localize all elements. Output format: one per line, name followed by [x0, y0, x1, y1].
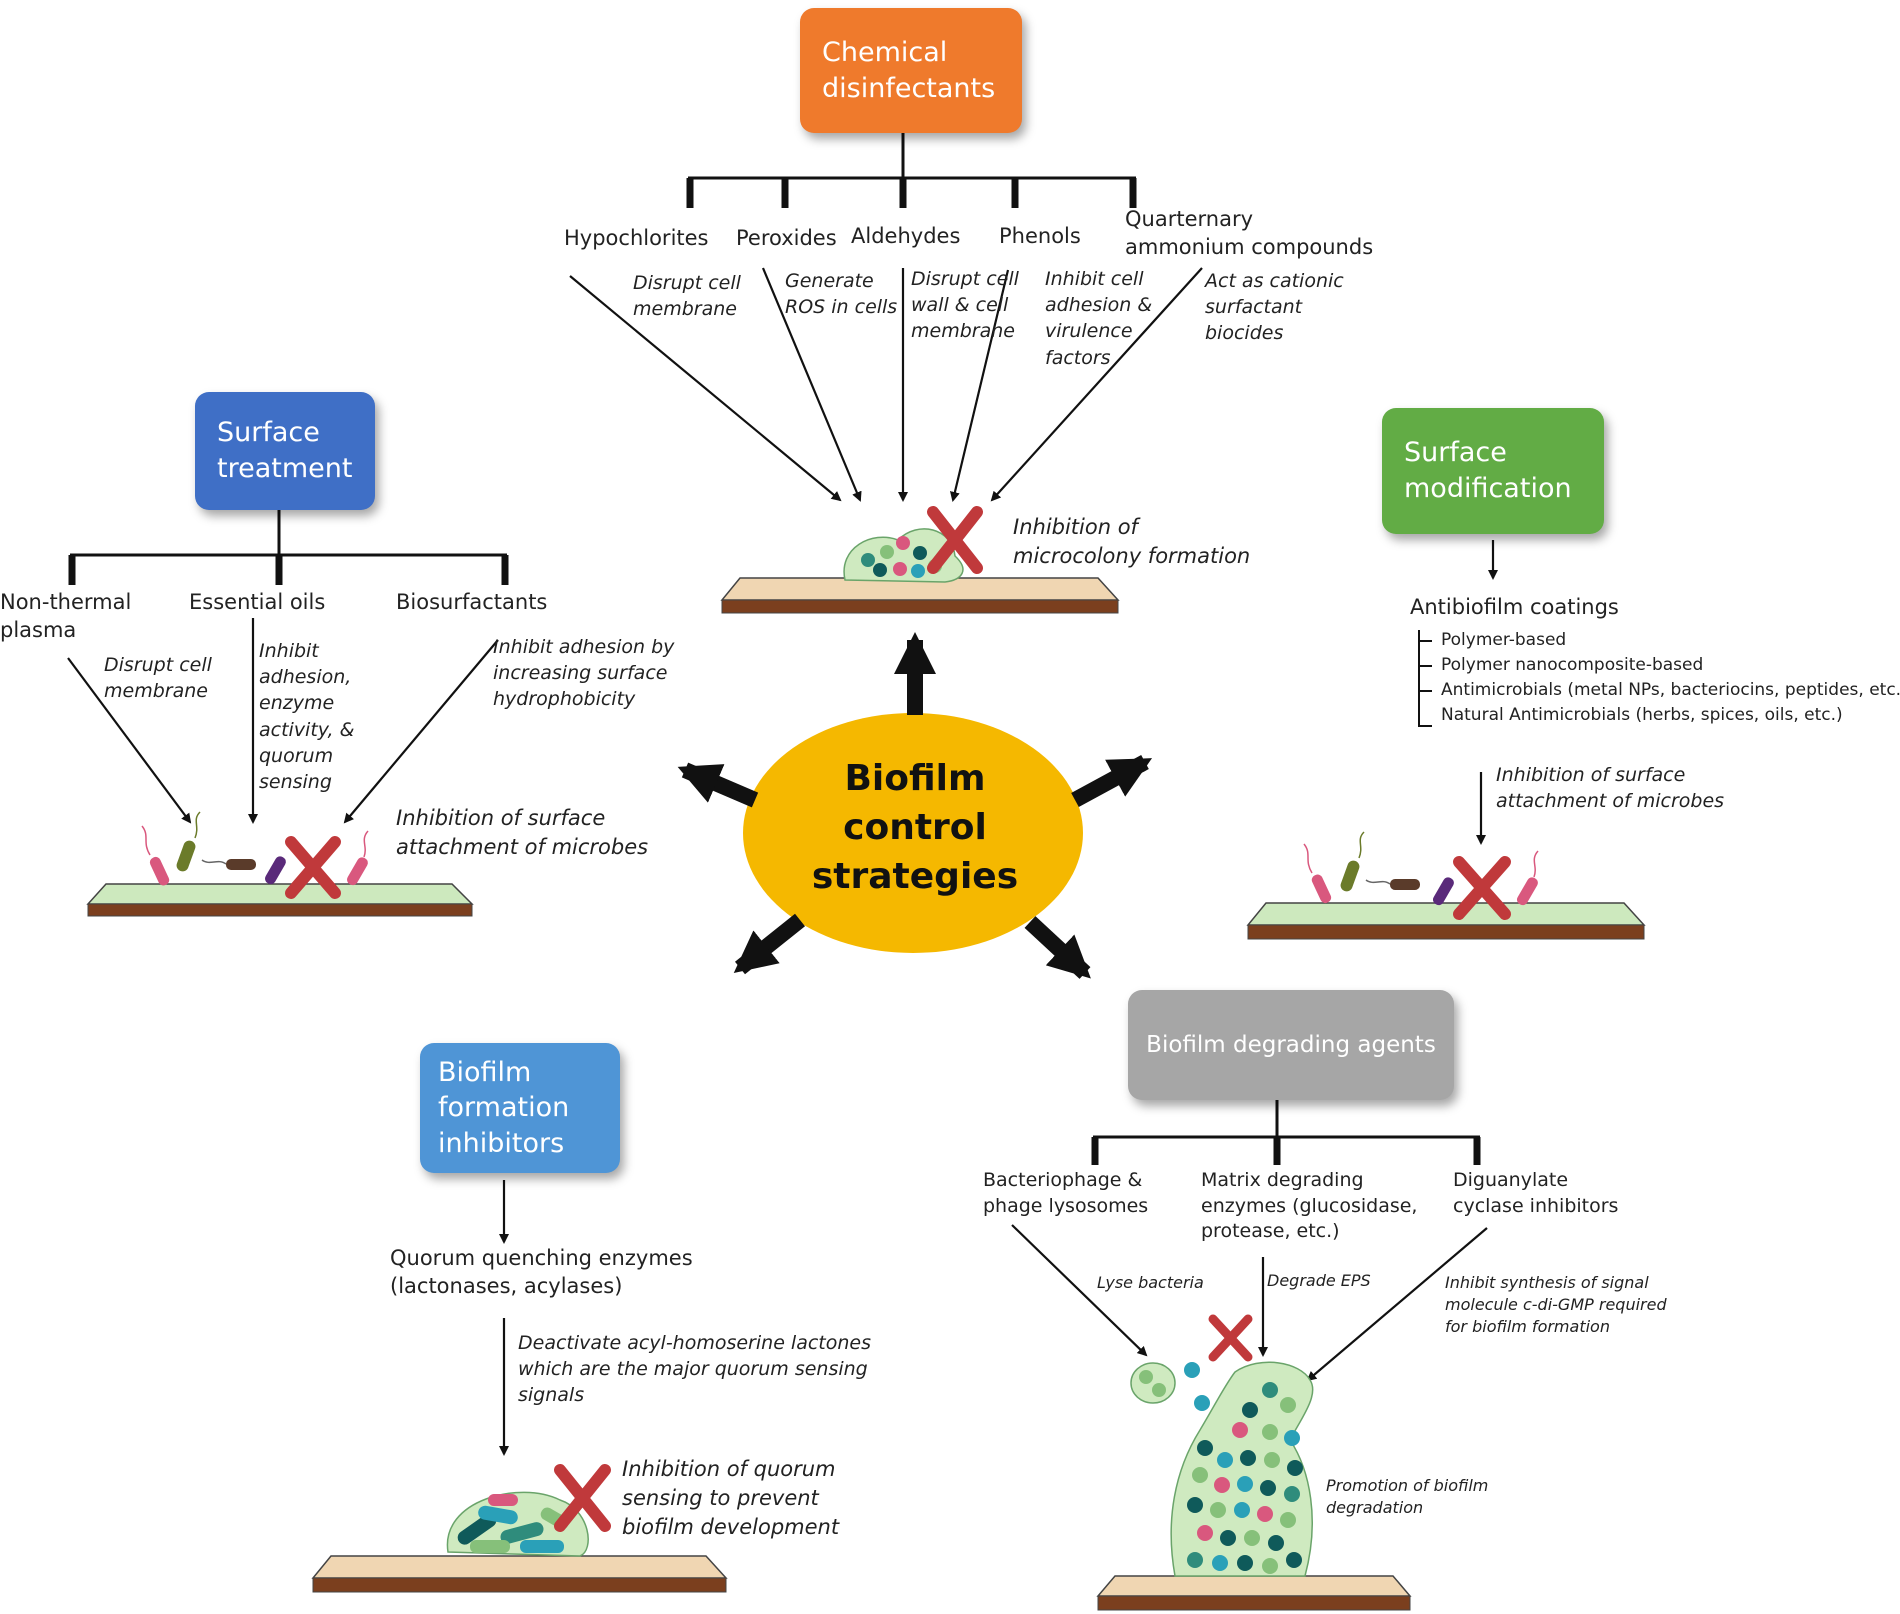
- agent-diguanylate-inhibitors: Diguanylate cyclase inhibitors: [1453, 1169, 1619, 1217]
- cross-surface-treatment: [285, 836, 341, 899]
- degrading-agents-title: Biofilm degrading agents: [1146, 1031, 1436, 1058]
- surface-treatment-title: Surface treatment: [217, 417, 353, 484]
- outcome-surface-treatment: Inhibition of surface attachment of micr…: [396, 806, 649, 859]
- coating-item: Polymer-based: [1441, 630, 1567, 650]
- chemical-arrows: [569, 267, 1203, 502]
- surface-treatment-arrows: [67, 618, 499, 824]
- effect-essential-oils: Inhibit adhesion, enzyme activity, & quo…: [259, 640, 355, 794]
- coating-item: Natural Antimicrobials (herbs, spices, o…: [1441, 705, 1843, 725]
- agent-essential-oils: Essential oils: [189, 590, 326, 614]
- agent-hypochlorites: Hypochlorites: [564, 226, 709, 250]
- surface-modification-illustration: [1246, 831, 1646, 940]
- outcome-chemical: Inhibition of microcolony formation: [1013, 515, 1251, 568]
- antibiofilm-coatings-heading: Antibiofilm coatings: [1410, 595, 1619, 619]
- agent-peroxides: Peroxides: [736, 226, 837, 250]
- effect-phenols: Inhibit cell adhesion & virulence factor…: [1045, 268, 1153, 369]
- effect-matrix-degrading: Degrade EPS: [1267, 1271, 1371, 1290]
- degrading-agents-box: Biofilm degrading agents: [1128, 990, 1454, 1100]
- cross-surface-modification: [1453, 856, 1511, 920]
- chemical-disinfectants-box: Chemical disinfectants: [800, 8, 1022, 133]
- cross-chemical: [927, 506, 983, 574]
- outcome-surface-modification: Inhibition of surface attachment of micr…: [1496, 764, 1725, 813]
- arrow-to-degrading-agents: [1024, 916, 1091, 979]
- agent-bacteriophage: Bacteriophage & phage lysosomes: [983, 1169, 1149, 1217]
- cross-degrading-agents: [1208, 1314, 1253, 1362]
- agent-biosurfactants: Biosurfactants: [396, 590, 548, 614]
- arrow-to-surface-modification: [1071, 754, 1153, 808]
- surface-treatment-illustration: [86, 811, 474, 917]
- effect-non-thermal-plasma: Disrupt cell membrane: [104, 654, 212, 703]
- surface-modification-tree: [1418, 540, 1498, 845]
- outcome-formation-inhibitors: Inhibition of quorum sensing to prevent …: [622, 1457, 840, 1539]
- effect-peroxides: Generate ROS in cells: [785, 270, 898, 319]
- coating-item: Antimicrobials (metal NPs, bacteriocins,…: [1441, 680, 1900, 700]
- formation-inhibitors-illustration: [311, 1464, 728, 1593]
- agent-matrix-degrading-enzymes: Matrix degrading enzymes (glucosidase, p…: [1201, 1169, 1418, 1243]
- arrow-to-surface-treatment: [677, 762, 759, 808]
- center-title-line3: strategies: [811, 856, 1019, 897]
- agent-non-thermal-plasma: Non-thermal plasma: [0, 590, 132, 643]
- center-title: Biofilm control strategies: [740, 754, 1090, 901]
- effect-quaternary-ammonium: Act as cationic surfactant biocides: [1205, 270, 1344, 345]
- center-ellipse: [743, 713, 1083, 953]
- coatings-list: Polymer-based Polymer nanocomposite-base…: [1419, 628, 1900, 728]
- degrading-agents-arrows: [1011, 1224, 1488, 1382]
- center-title-line1: Biofilm: [844, 758, 986, 799]
- agent-quorum-quenching: Quorum quenching enzymes (lactonases, ac…: [390, 1246, 693, 1299]
- surface-treatment-tree: [68, 510, 509, 585]
- chemical-disinfectants-title: Chemical disinfectants: [822, 36, 996, 104]
- effect-aldehydes: Disrupt cell wall & cell membrane: [911, 268, 1019, 343]
- outcome-degrading-agents: Promotion of biofilm degradation: [1326, 1476, 1489, 1518]
- agent-quaternary-ammonium: Quarternary ammonium compounds: [1125, 207, 1374, 260]
- degrading-agents-illustration: [1096, 1314, 1412, 1611]
- arrow-to-formation-inhibitors: [733, 913, 805, 975]
- coating-item: Polymer nanocomposite-based: [1441, 655, 1704, 675]
- degrading-agents-tree: [1091, 1100, 1481, 1165]
- effect-quorum-quenching: Deactivate acyl-homoserine lactones whic…: [518, 1332, 871, 1407]
- formation-inhibitors-title: Biofilm formation inhibitors: [438, 1056, 570, 1159]
- center-title-line2: control: [843, 807, 987, 848]
- cross-formation-inhibitors: [554, 1464, 611, 1532]
- chemical-tree: [686, 133, 1137, 208]
- agent-phenols: Phenols: [999, 224, 1081, 248]
- surface-treatment-box: Surface treatment: [195, 392, 375, 510]
- chemical-illustration: [720, 506, 1120, 614]
- effect-hypochlorites: Disrupt cell membrane: [633, 272, 741, 321]
- effect-bacteriophage: Lyse bacteria: [1097, 1273, 1204, 1292]
- surface-modification-title: Surface modification: [1404, 437, 1572, 504]
- surface-modification-box: Surface modification: [1382, 408, 1604, 534]
- effect-diguanylate-inhibitors: Inhibit synthesis of signal molecule c-d…: [1445, 1273, 1667, 1337]
- effect-biosurfactants: Inhibit adhesion by increasing surface h…: [493, 636, 675, 711]
- agent-aldehydes: Aldehydes: [851, 224, 961, 248]
- formation-inhibitors-box: Biofilm formation inhibitors: [420, 1043, 620, 1173]
- center-arrows: [677, 632, 1153, 979]
